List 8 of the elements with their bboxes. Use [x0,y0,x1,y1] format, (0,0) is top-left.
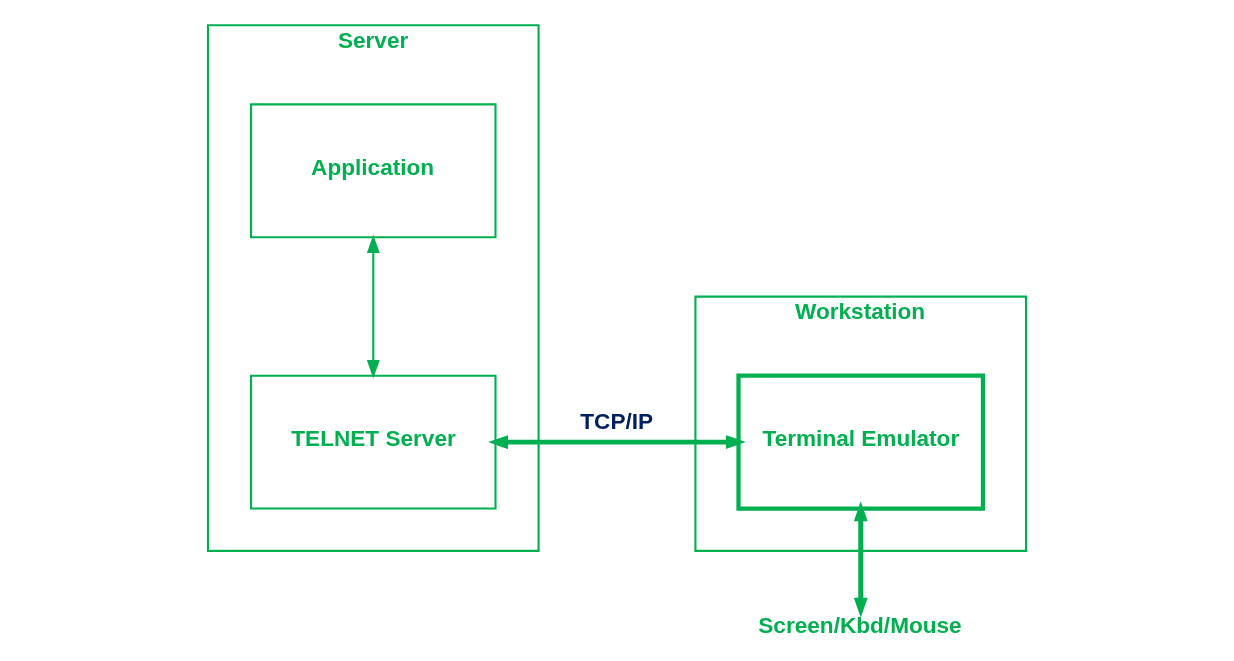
node-box: Terminal Emulator [736,373,986,511]
node-box: Application [250,103,497,239]
arrow [853,501,868,618]
node-box: TELNET Server [250,374,497,510]
arrow [366,234,380,379]
arrow [488,435,746,450]
edge-label: TCP/IP [580,409,654,435]
node-text: Screen/Kbd/Mouse [758,612,962,638]
